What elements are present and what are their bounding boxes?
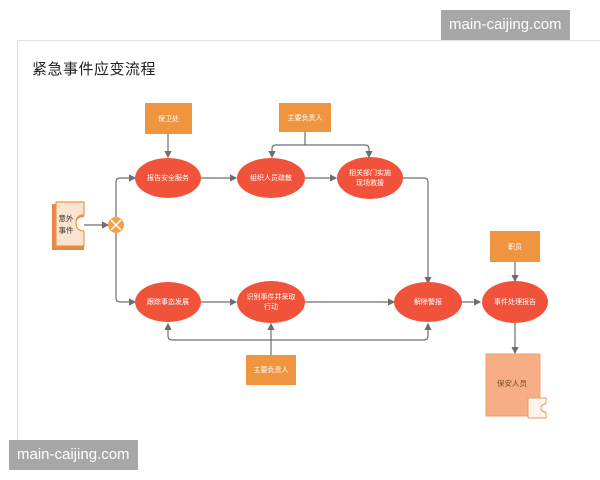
edge-mainperson2-clear — [271, 322, 432, 341]
node-start-line-2: 事件 — [59, 225, 74, 235]
node-security-staff[interactable]: 保安人员 — [485, 353, 547, 419]
node-incident-report[interactable]: 事件处理报告 — [482, 281, 548, 323]
document-tab-icon — [527, 397, 547, 419]
node-main-person-top[interactable]: 主要负责人 — [279, 103, 331, 132]
node-main-person-top-label: 主要负责人 — [288, 113, 323, 122]
connectors — [84, 132, 519, 355]
edge-mainperson-organize — [268, 144, 305, 159]
node-clear-alarm-label: 解除警报 — [414, 297, 442, 306]
node-report-security[interactable]: 报告安全服务 — [135, 158, 201, 198]
node-main-person-bottom-label: 主要负责人 — [254, 365, 289, 374]
page-title: 紧急事件应变流程 — [32, 60, 157, 78]
node-staff[interactable]: 职员 — [490, 231, 540, 262]
node-clear-alarm[interactable]: 解除警报 — [394, 282, 462, 322]
edge-dept-clear — [403, 177, 432, 285]
node-report-security-label: 报告安全服务 — [147, 173, 189, 182]
watermark-bottom: main-caijing.com — [9, 440, 138, 470]
edge-merge-track — [115, 233, 137, 306]
node-guard-office-label: 保卫处 — [158, 114, 179, 123]
node-guard-office[interactable]: 保卫处 — [145, 103, 192, 134]
node-organize-evacuation[interactable]: 组织人员疏散 — [237, 158, 305, 198]
node-start-line-1: 意外 — [59, 213, 74, 223]
node-identify-action-line-1: 识别事件并采取 — [247, 292, 296, 301]
node-main-person-bottom[interactable]: 主要负责人 — [246, 355, 296, 385]
edge-mainperson-dept — [305, 144, 373, 159]
node-track-situation-label: 跟踪事态发展 — [147, 297, 189, 306]
node-merge-gateway[interactable] — [108, 217, 124, 233]
watermark-top: main-caijing.com — [441, 10, 570, 40]
node-identify-action-line-2: 行动 — [264, 302, 278, 311]
node-identify-action[interactable]: 识别事件并采取 行动 — [237, 281, 305, 323]
node-dept-rescue-line-2: 现场救援 — [356, 178, 384, 187]
edge-merge-report — [115, 174, 137, 217]
edge-mainperson2-track — [164, 322, 271, 341]
node-incident-report-label: 事件处理报告 — [494, 297, 536, 306]
node-dept-rescue[interactable]: 相关部门实施 现场救援 — [337, 157, 403, 199]
node-track-situation[interactable]: 跟踪事态发展 — [135, 282, 201, 322]
node-staff-label: 职员 — [508, 243, 522, 251]
node-start[interactable]: 意外 事件 — [52, 201, 85, 250]
node-dept-rescue-line-1: 相关部门实施 — [349, 168, 391, 177]
node-organize-evacuation-label: 组织人员疏散 — [250, 173, 292, 182]
start-shape — [55, 201, 85, 247]
node-security-staff-label: 保安人员 — [497, 378, 527, 388]
